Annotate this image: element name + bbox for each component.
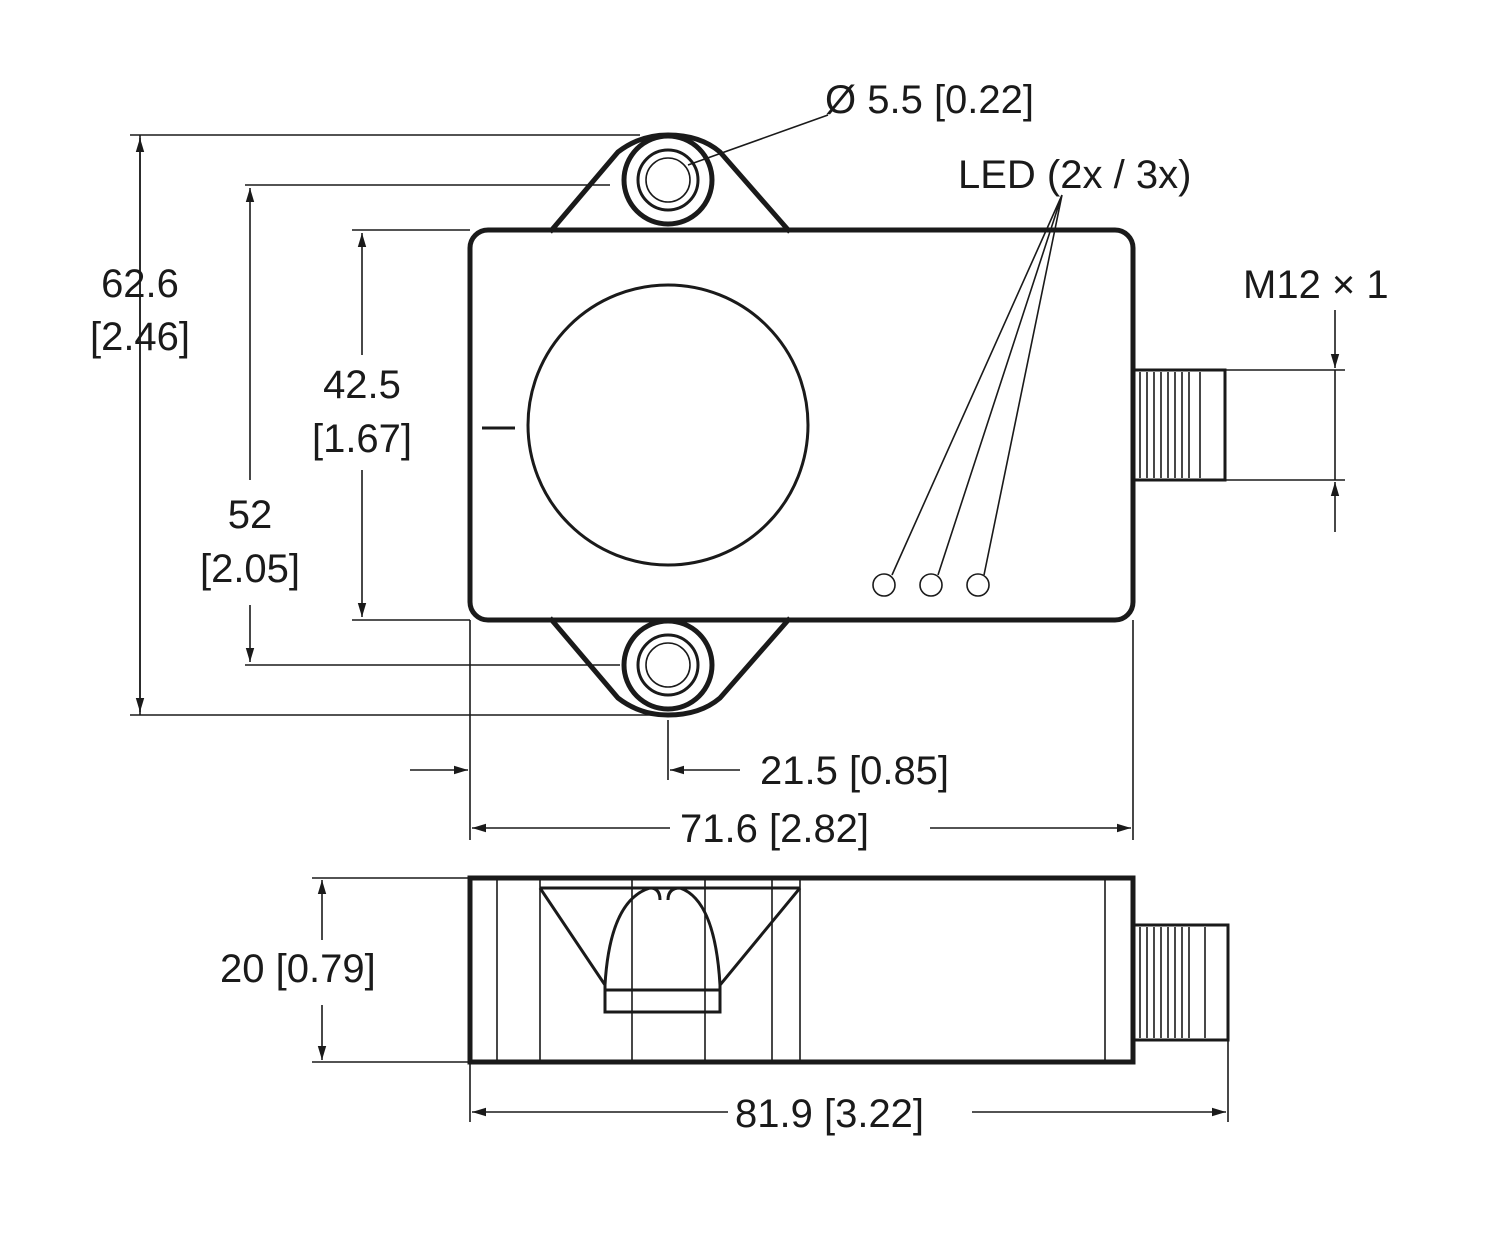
dim-20: 20 [0.79] xyxy=(220,947,376,991)
led-1 xyxy=(872,573,896,597)
dim-81-9: 81.9 [3.22] xyxy=(735,1092,924,1136)
connector-top xyxy=(1131,368,1227,482)
dimensions: 62.6 [2.46] 52 [2.05] 42.5 [1.67] Ø 5.5 … xyxy=(90,78,1389,1136)
dim-62-6-in: [2.46] xyxy=(90,315,190,359)
dim-52-in: [2.05] xyxy=(200,547,300,591)
connector-thread-label: M12 × 1 xyxy=(1243,263,1389,307)
led-label: LED (2x / 3x) xyxy=(958,153,1191,197)
sensing-face-circle xyxy=(526,283,810,567)
top-view xyxy=(467,132,1227,718)
led-leaders xyxy=(891,194,1063,576)
bottom-mounting-ear xyxy=(548,616,792,718)
dim-52-mm: 52 xyxy=(228,493,273,537)
side-view xyxy=(467,875,1230,1065)
dim-62-6-mm: 62.6 xyxy=(101,262,179,306)
connector-side xyxy=(1131,923,1230,1042)
dim-21-5: 21.5 [0.85] xyxy=(760,749,949,793)
sensor-body xyxy=(467,227,1136,623)
side-body xyxy=(467,875,1136,1065)
bottom-mounting-hole xyxy=(621,618,715,712)
top-mounting-hole xyxy=(621,133,715,227)
hole-diameter-label: Ø 5.5 [0.22] xyxy=(825,78,1034,122)
dim-42-5-mm: 42.5 xyxy=(323,363,401,407)
led-2 xyxy=(919,573,943,597)
dim-71-6: 71.6 [2.82] xyxy=(680,807,869,851)
hole-leader xyxy=(687,114,829,166)
mounting-slot xyxy=(538,886,802,1014)
dim-42-5-in: [1.67] xyxy=(312,417,412,461)
led-3 xyxy=(966,573,990,597)
